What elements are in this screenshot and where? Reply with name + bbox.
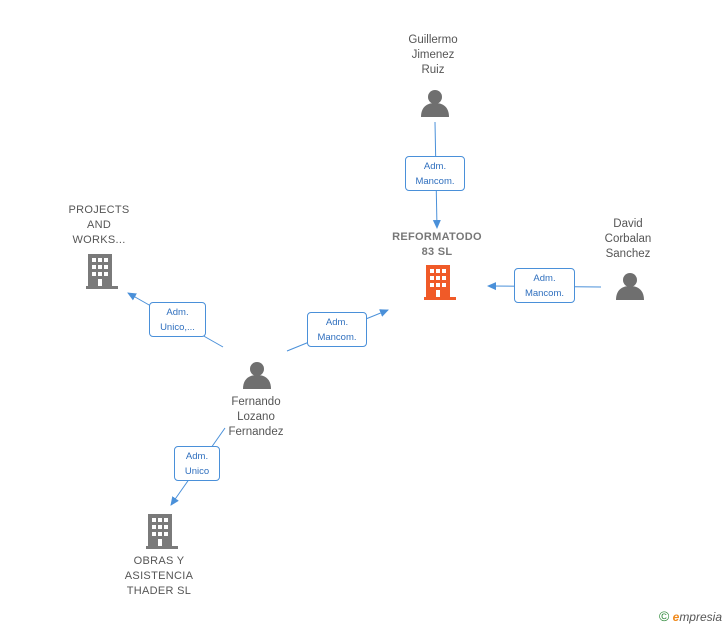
- person-icon[interactable]: [616, 273, 644, 300]
- brand-initial: e: [672, 610, 680, 624]
- edge-label-line: Unico,...: [160, 322, 195, 333]
- node-label-projects[interactable]: PROJECTS AND WORKS...: [50, 203, 148, 248]
- node-label-line: Sanchez: [605, 248, 651, 260]
- node-label-line: Lozano: [237, 411, 275, 423]
- edge-label-line: Mancom.: [317, 332, 357, 343]
- person-icon[interactable]: [421, 90, 449, 117]
- node-label-line: ASISTENCIA: [124, 570, 194, 582]
- node-label-obras[interactable]: OBRAS Y ASISTENCIA THADER SL: [108, 554, 210, 599]
- edge-label-line: Adm.: [185, 451, 209, 462]
- edge-label-line: Adm.: [423, 161, 447, 172]
- edge-label-line: Adm.: [166, 307, 189, 318]
- edge-label-line: Mancom.: [524, 288, 565, 299]
- node-label-line: Fernando: [231, 396, 281, 408]
- edge-label-line: Adm.: [325, 317, 349, 328]
- edge-label-line: Mancom.: [415, 176, 455, 187]
- person-icon[interactable]: [243, 362, 271, 389]
- node-label-fernando[interactable]: Fernando Lozano Fernandez: [208, 395, 304, 440]
- node-label-line: THADER SL: [126, 585, 192, 597]
- brand-name: mpresia: [679, 610, 722, 624]
- node-label-line: OBRAS Y: [133, 555, 185, 567]
- edge-label-line: Adm.: [533, 273, 556, 284]
- node-label-line: David: [613, 218, 643, 230]
- node-label-david[interactable]: David Corbalan Sanchez: [584, 217, 672, 262]
- edge-label-guillermo-reformatodo[interactable]: Adm. Mancom.: [405, 156, 465, 191]
- node-label-line: Corbalan: [604, 233, 652, 245]
- edge-label-david-reformatodo[interactable]: Adm. Mancom.: [514, 268, 575, 303]
- edge-label-line: Unico: [184, 466, 210, 477]
- node-label-line: WORKS...: [72, 234, 126, 246]
- node-label-line: PROJECTS: [68, 204, 130, 216]
- edge-label-fernando-obras[interactable]: Adm. Unico: [174, 446, 220, 481]
- empresia-watermark: © empresia: [659, 608, 722, 624]
- node-label-line: 83 SL: [421, 246, 453, 258]
- node-label-line: AND: [86, 219, 112, 231]
- node-label-line: REFORMATODO: [392, 231, 482, 243]
- node-label-reformatodo[interactable]: REFORMATODO 83 SL: [377, 230, 497, 260]
- node-label-line: Ruiz: [421, 64, 445, 76]
- building-icon[interactable]: [86, 254, 118, 289]
- node-label-line: Jimenez: [411, 49, 455, 61]
- node-label-guillermo[interactable]: Guillermo Jimenez Ruiz: [385, 33, 481, 78]
- edge-label-fernando-projects[interactable]: Adm. Unico,...: [149, 302, 206, 337]
- building-icon[interactable]: [146, 514, 178, 549]
- edge-label-fernando-reformatodo[interactable]: Adm. Mancom.: [307, 312, 367, 347]
- building-icon[interactable]: [424, 265, 456, 300]
- node-label-line: Fernandez: [228, 426, 284, 438]
- copyright-symbol: ©: [658, 608, 670, 624]
- node-label-line: Guillermo: [408, 34, 458, 46]
